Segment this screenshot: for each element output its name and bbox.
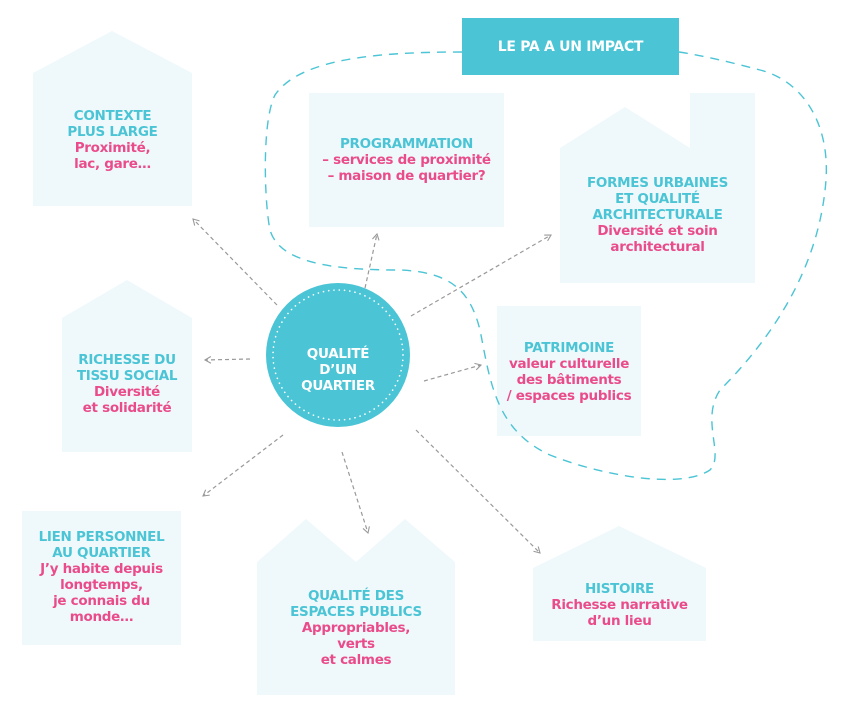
node-subtitle-line: Diversité	[93, 384, 161, 400]
node-subtitle-line: d’un lieu	[587, 613, 652, 629]
node-histoire: HISTOIRE Richesse narrative d’un lieu	[533, 581, 706, 629]
arrow-to-richesse	[203, 356, 251, 364]
node-lien: LIEN PERSONNEL AU QUARTIER J’y habite de…	[22, 529, 181, 625]
node-subtitle-line: Richesse narrative	[551, 597, 688, 613]
arrow-to-espaces	[341, 451, 370, 535]
node-title-line: FORMES URBAINES	[586, 175, 729, 191]
arrow-to-patrimoine	[423, 362, 483, 382]
node-subtitle-line: J’y habite depuis	[40, 561, 163, 577]
node-subtitle-line: – maison de quartier?	[327, 168, 486, 184]
node-shape-formes	[560, 93, 755, 283]
node-title-line: CONTEXTE	[73, 108, 152, 124]
node-shape-lien	[22, 511, 181, 645]
node-title-line: PLUS LARGE	[67, 124, 158, 140]
node-shape-espaces	[257, 519, 455, 695]
arrow-to-lien	[202, 434, 284, 497]
node-espaces: QUALITÉ DES ESPACES PUBLICS Appropriable…	[257, 588, 455, 668]
node-subtitle-line: des bâtiments	[516, 372, 622, 388]
node-shape-patrimoine	[497, 306, 641, 436]
node-subtitle-line: Proximité,	[74, 140, 151, 156]
node-title-line: LIEN PERSONNEL	[38, 529, 165, 545]
node-title-line: ARCHITECTURALE	[592, 207, 723, 223]
node-patrimoine: PATRIMOINE valeur culturelle des bâtimen…	[497, 340, 641, 404]
node-shape-richesse	[62, 280, 192, 452]
impact-label-box: LE PA A UN IMPACT	[462, 18, 679, 75]
node-title-line: QUALITÉ DES	[307, 588, 405, 604]
node-shape-contexte	[33, 31, 192, 206]
node-title-line: PATRIMOINE	[523, 340, 615, 356]
node-subtitle-line: Diversité et soin	[597, 223, 718, 239]
node-programmation: PROGRAMMATION – services de proximité – …	[309, 136, 504, 184]
node-contexte: CONTEXTE PLUS LARGE Proximité, lac, gare…	[33, 108, 192, 172]
arrow-to-formes	[410, 234, 552, 317]
impact-label: LE PA A UN IMPACT	[497, 38, 644, 55]
node-formes: FORMES URBAINES ET QUALITÉ ARCHITECTURAL…	[560, 175, 755, 255]
node-title-line: TISSU SOCIAL	[76, 368, 178, 384]
node-title-line: HISTOIRE	[585, 581, 654, 597]
arrow-to-histoire	[415, 429, 541, 554]
center-circle-dotted-ring	[272, 289, 404, 421]
node-subtitle-line: – services de proximité	[322, 152, 491, 168]
node-title-line: AU QUARTIER	[52, 545, 151, 561]
node-subtitle-line: et calmes	[320, 652, 392, 668]
node-subtitle-line: je connais du	[53, 593, 150, 609]
node-subtitle-line: verts	[337, 636, 375, 652]
node-subtitle-line: monde…	[69, 609, 134, 625]
node-subtitle-line: valeur culturelle	[508, 356, 630, 372]
center-label: QUALITÉ D’UN QUARTIER	[268, 310, 408, 430]
node-title-line: ESPACES PUBLICS	[290, 604, 422, 620]
node-shape-histoire	[533, 526, 706, 641]
arrow-to-contexte	[192, 218, 278, 306]
node-subtitle-line: / espaces publics	[506, 388, 632, 404]
node-shape-programmation	[309, 93, 504, 227]
node-title-line: RICHESSE DU	[78, 352, 176, 368]
center-label-line: QUALITÉ	[306, 346, 370, 362]
center-label-line: QUARTIER	[301, 378, 375, 394]
node-subtitle-line: longtemps,	[60, 577, 143, 593]
node-title-line: PROGRAMMATION	[339, 136, 474, 152]
center-circle	[266, 283, 410, 427]
arrow-to-programmation	[364, 232, 380, 289]
node-subtitle-line: lac, gare…	[74, 156, 151, 172]
node-subtitle-line: et solidarité	[82, 400, 172, 416]
impact-boundary	[264, 51, 828, 481]
center-label-line: D’UN	[319, 362, 357, 378]
node-subtitle-line: Appropriables,	[301, 620, 411, 636]
node-richesse: RICHESSE DU TISSU SOCIAL Diversité et so…	[62, 352, 192, 416]
node-title-line: ET QUALITÉ	[615, 191, 700, 207]
node-subtitle-line: architectural	[610, 239, 705, 255]
